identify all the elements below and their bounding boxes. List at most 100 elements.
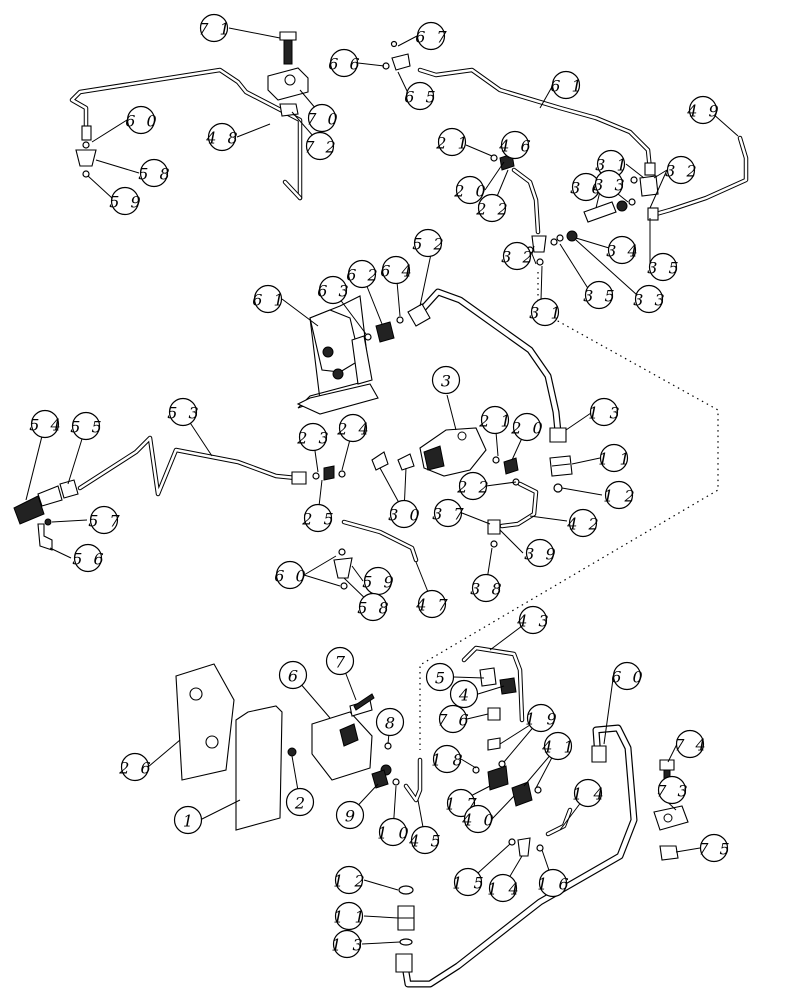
callout-circle	[604, 480, 634, 510]
fittings-30	[371, 451, 415, 471]
callout-number: 7 1	[198, 20, 232, 39]
callout-number: 3 3	[633, 291, 667, 310]
callout-number: 4	[458, 686, 472, 705]
callout-25: 3 3	[633, 284, 667, 314]
callout-65: 2 6	[118, 752, 151, 782]
callout-number: 2 2	[456, 478, 491, 497]
clamp-70	[267, 31, 309, 117]
callout-circle	[307, 103, 337, 133]
callout-circle	[634, 284, 664, 314]
callout-number: 4 7	[415, 596, 450, 615]
callout-circle	[437, 127, 467, 157]
callout-circle	[375, 707, 405, 737]
callout-number: 1	[183, 812, 196, 831]
bracket-56	[37, 518, 53, 551]
callout-circle	[512, 412, 542, 442]
callout-circle	[500, 130, 530, 160]
callout-number: 1 8	[431, 751, 465, 770]
callout-number: 3 8	[470, 580, 504, 599]
callout-19: 3 3	[593, 169, 625, 199]
callout-16: 2 0	[453, 175, 486, 205]
callout-circle	[381, 255, 411, 285]
callout-circle	[526, 703, 556, 733]
callout-number: 5	[435, 669, 448, 688]
callout-circle	[551, 70, 581, 100]
callout-80: 7 5	[698, 833, 730, 863]
callout-50: 3 8	[470, 573, 504, 603]
callout-26: 5 2	[412, 228, 446, 258]
callout-circle	[699, 833, 729, 863]
callout-number: 6 1	[550, 77, 584, 96]
callout-number: 4 2	[566, 515, 601, 534]
callout-number: 2 5	[301, 510, 336, 529]
callout-circle	[453, 867, 483, 897]
callout-number: 5 7	[88, 512, 122, 531]
callout-circle	[173, 805, 203, 835]
callout-number: 2 3	[296, 429, 331, 448]
callout-8: 5 9	[109, 186, 141, 216]
callout-circle	[275, 560, 305, 590]
callout-number: 1 5	[452, 874, 486, 893]
tube-46	[511, 167, 541, 235]
callout-circle	[584, 280, 614, 310]
callout-circle	[378, 817, 408, 847]
callout-number: 1 1	[598, 450, 632, 469]
callout-number: 1 3	[588, 404, 622, 423]
callout-51: 6 0	[274, 560, 306, 590]
callout-number: 2 1	[478, 412, 513, 431]
callout-59: 4	[449, 679, 479, 709]
callout-37: 5 3	[167, 397, 199, 427]
callout-circle	[285, 787, 315, 817]
callout-circle	[329, 48, 359, 78]
callout-73: 9	[335, 800, 365, 830]
valve-block-61	[296, 295, 379, 415]
callout-60: 6 0	[611, 661, 643, 691]
callout-23: 3 1	[529, 297, 561, 327]
tube-51	[417, 67, 656, 176]
callout-6: 6 0	[125, 105, 157, 135]
callout-number: 3 2	[665, 162, 699, 181]
callout-72: 2	[285, 787, 315, 817]
callout-circle	[168, 397, 198, 427]
callout-38: 2 3	[296, 422, 331, 452]
fitting-65	[382, 40, 411, 71]
callout-31: 3	[431, 365, 461, 395]
tube-48	[69, 67, 303, 201]
callout-number: 3 5	[647, 259, 681, 278]
callout-18: 3 6	[570, 172, 602, 202]
callout-circle	[110, 186, 140, 216]
callout-number: 2 1	[435, 134, 470, 153]
callout-number: 6 4	[380, 262, 414, 281]
callout-circle	[518, 605, 548, 635]
callout-62: 1 9	[525, 703, 557, 733]
callout-24: 3 5	[583, 280, 617, 310]
callout-58: 5	[425, 662, 455, 692]
callout-83: 1 3	[331, 929, 363, 959]
callout-number: 2	[294, 794, 308, 813]
callout-5: 7 2	[304, 131, 338, 161]
callout-number: 6 1	[252, 291, 286, 310]
callout-number: 4 6	[498, 137, 533, 156]
valve-6	[311, 699, 392, 781]
callout-circle	[73, 543, 103, 573]
tube-49	[647, 135, 749, 221]
callout-number: 5 2	[412, 235, 446, 254]
callout-circle	[334, 901, 364, 931]
callout-42: 2 0	[510, 412, 543, 442]
fitting-58-top	[75, 141, 97, 178]
callout-64: 4 1	[541, 731, 574, 761]
callout-48: 4 2	[566, 508, 601, 538]
callout-number: 3 5	[583, 287, 617, 306]
callout-28: 6 3	[317, 275, 349, 305]
fittings-33-34	[550, 230, 578, 246]
callout-3: 6 5	[404, 81, 436, 111]
callout-number: 6 6	[328, 55, 362, 74]
callout-number: 7 2	[304, 138, 338, 157]
cover-plate-26	[175, 663, 235, 781]
callout-36: 5 5	[70, 411, 102, 441]
callout-12: 2 1	[435, 127, 470, 157]
callout-40: 2 5	[301, 503, 336, 533]
callout-number: 7 0	[306, 110, 340, 129]
callout-71: 1	[173, 805, 203, 835]
